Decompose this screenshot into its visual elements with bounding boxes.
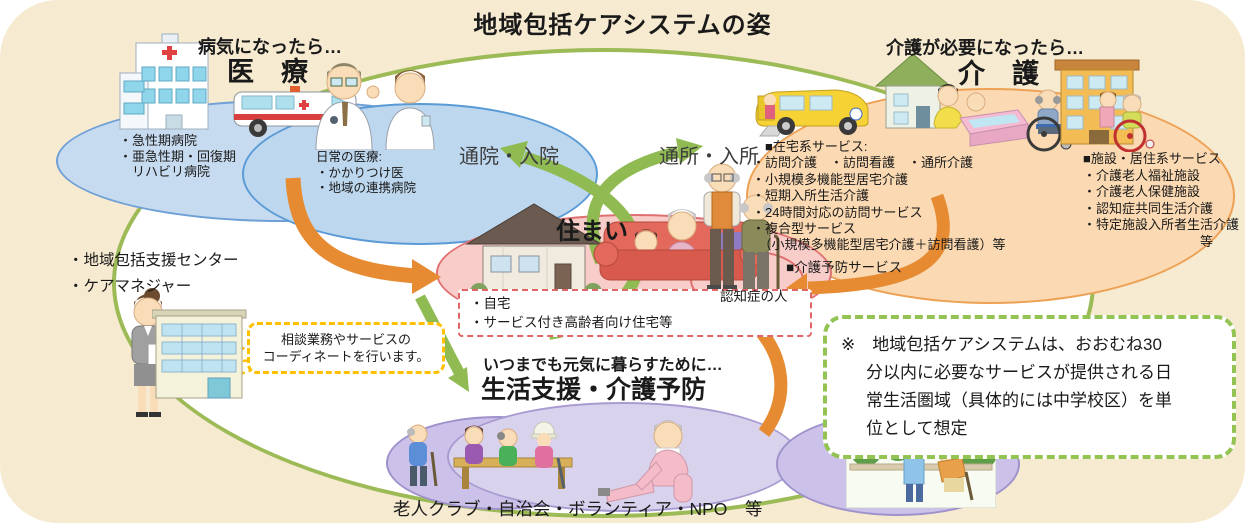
scope-note-box: ※ 地域包括ケアシステムは、おおむね30 分以内に必要なサービスが提供される日 … [823, 315, 1236, 459]
dementia-person-label: 認知症の人 [720, 289, 788, 304]
medical-trigger-label: 病気になったら… [198, 37, 342, 57]
support-center-building-illustration [152, 309, 247, 399]
daycare-flow-label: 通所・入所 [659, 146, 759, 168]
hospital-types-list: ・急性期病院 ・亜急性期・回復期 リハビリ病院 [119, 133, 237, 179]
housing-heading: 住まい [556, 218, 628, 245]
wheelchair-woman-illustration [1099, 91, 1155, 152]
welfare-van-illustration [755, 89, 869, 137]
care-heading: 介 護 [958, 59, 1039, 89]
care-trigger-label: 介護が必要になったら… [886, 38, 1084, 58]
prevention-service-label: ■介護予防サービス [786, 260, 903, 275]
cane-elder-illustration [739, 194, 780, 298]
daily-medical-list: 日常の医療: ・かかりつけ医 ・地域の連携病院 [316, 150, 417, 195]
bench-elderly-group-illustration [407, 421, 573, 489]
group-home-house-illustration [874, 53, 952, 129]
facility-services-list: ■施設・居住系サービス ・介護老人福祉施設 ・介護老人保健施設 ・認知症共同生活… [1083, 151, 1240, 249]
housing-types-box: ・自宅 ・サービス付き高齢者向け住宅等 [458, 289, 812, 337]
providers-label: 老人クラブ・自治会・ボランティア・NPO 等 [393, 499, 763, 519]
coordination-speech-bubble: 相談業務やサービスの コーディネートを行います。 [247, 322, 445, 374]
home-services-list: ■在宅系サービス: ・訪問介護 ・訪問看護 ・通所介護 ・小規模多機能型居宅介護… [752, 139, 1006, 253]
standing-elder-illustration [703, 163, 741, 291]
care-facility-building-illustration [1054, 59, 1140, 145]
life-support-heading: 生活支援・介護予防 [481, 376, 707, 404]
hospital-building-illustration [119, 33, 209, 130]
diagram-title: 地域包括ケアシステムの姿 [473, 12, 772, 39]
doctors-illustration [315, 63, 435, 150]
medical-heading: 医 療 [227, 57, 308, 87]
support-center-list: ・地域包括支援センター ・ケアマネジャー [68, 252, 239, 295]
life-support-trigger-label: いつまでも元気に暮らすために… [483, 357, 723, 374]
bath-care-scene-illustration [933, 84, 1029, 147]
exercising-elder-illustration [598, 420, 693, 503]
outpatient-flow-label: 通院・入院 [459, 146, 559, 168]
